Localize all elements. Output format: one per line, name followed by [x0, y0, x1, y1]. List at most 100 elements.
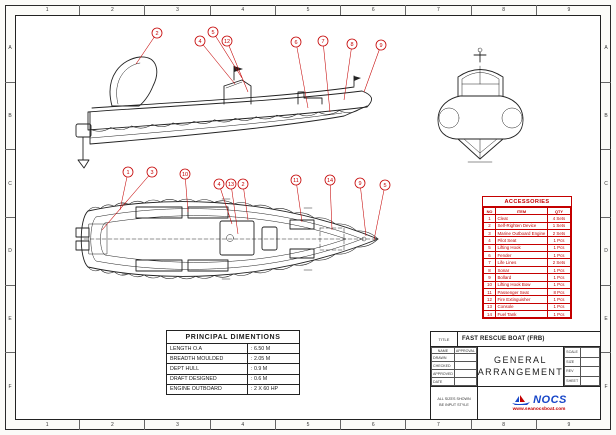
svg-text:12: 12	[224, 39, 230, 45]
table-cell: LENGTH O.A	[167, 344, 248, 354]
svg-text:3: 3	[150, 170, 153, 176]
callout-bubble	[379, 179, 391, 191]
table-cell: SCALE	[564, 347, 582, 358]
table-row: DATE	[431, 377, 477, 386]
table-cell: DATE	[431, 377, 455, 386]
boat-title: FAST RESCUE BOAT (FRB)	[462, 336, 545, 342]
table-cell: 1 Pcs	[547, 243, 571, 253]
grid-label: C	[5, 150, 15, 219]
brand-website: www.seanocsboat.com	[512, 407, 566, 412]
grid-label: D	[5, 218, 15, 286]
table-cell: CHECKED	[431, 361, 455, 370]
grid-label: 4	[211, 420, 276, 430]
table-cell: : 0.9 M	[247, 363, 299, 375]
grid-label: 2	[80, 420, 146, 430]
note-box: ALL SIZES SHOWN BE INPUT STYLE	[431, 387, 478, 419]
table-cell: 1 Pcs	[547, 251, 571, 260]
table-cell: 1 Pcs	[547, 295, 571, 304]
table-cell	[580, 347, 600, 358]
note-line1: ALL SIZES SHOWN	[437, 397, 471, 402]
grid-label: 7	[406, 5, 472, 15]
svg-text:5: 5	[211, 30, 214, 36]
svg-text:9: 9	[358, 181, 361, 187]
table-cell	[453, 377, 477, 386]
column-header: QTY	[547, 207, 571, 216]
callout-bubble	[290, 174, 302, 186]
table-row: LENGTH O.A: 6.50 M	[167, 344, 299, 354]
table-cell: 4	[483, 236, 496, 245]
table-cell: Fender	[495, 251, 548, 260]
svg-text:4: 4	[217, 182, 220, 188]
table-cell: 12	[483, 295, 496, 304]
title-label: TITLE	[431, 332, 458, 346]
table-cell: 13	[483, 302, 496, 312]
callout-bubble	[179, 168, 191, 180]
callout-bubble	[237, 178, 249, 190]
table-cell: : 2.05 M	[247, 353, 299, 364]
table-cell: Lifting Hook Bow	[495, 280, 548, 289]
svg-text:11: 11	[293, 178, 299, 184]
drawing-title-line2: ARRANGEMENT	[477, 366, 564, 377]
grid-label: 5	[276, 5, 342, 15]
callout-bubble	[346, 38, 358, 50]
table-cell: 1 Pcs	[547, 236, 571, 245]
svg-text:8: 8	[350, 42, 353, 48]
brand-area: NOCS www.seanocsboat.com	[478, 387, 600, 419]
grid-label: C	[601, 150, 611, 219]
callout-bubble	[317, 35, 329, 47]
table-cell: Passenger Seat	[495, 287, 548, 297]
table-cell	[453, 361, 477, 370]
boat-logo-icon	[512, 395, 531, 405]
grid-label: 3	[145, 5, 211, 15]
table-row: DRAFT DESIGNED: 0.6 M	[167, 373, 299, 385]
grid-label: 8	[472, 5, 537, 15]
svg-text:2: 2	[241, 182, 244, 188]
table-cell: 1 Pcs	[547, 265, 571, 275]
table-cell: Marine Outboard Engine	[495, 228, 548, 238]
callout-bubble	[375, 39, 387, 51]
table-cell: DRAWN	[431, 353, 455, 362]
table-cell: 1 Pcs	[547, 280, 571, 289]
table-cell: 2 Sets	[547, 228, 571, 238]
table-row: BREADTH MOULDED: 2.05 M	[167, 353, 299, 364]
grid-label: B	[601, 83, 611, 151]
grid-label: 9	[567, 422, 571, 428]
table-cell: : 0.6 M	[247, 373, 299, 385]
grid-label: 8	[472, 420, 537, 430]
table-cell: Bollard	[495, 273, 548, 282]
grid-label: 6	[341, 5, 407, 15]
table-cell: 14	[483, 310, 496, 319]
callout-bubble	[225, 178, 237, 190]
table-cell: 1 Pcs	[547, 302, 571, 312]
table-cell: 6	[483, 251, 496, 260]
svg-text:4: 4	[198, 39, 201, 45]
callout-bubble	[207, 26, 219, 38]
table-cell	[580, 375, 600, 386]
table-cell: 1 Sets	[547, 221, 571, 230]
grid-label: F	[604, 383, 608, 390]
table-cell: 4 Sets	[547, 214, 571, 223]
grid-label: A	[601, 15, 611, 83]
grid-label: 1	[15, 420, 81, 430]
grid-label: B	[5, 83, 15, 151]
callout-bubble	[324, 174, 336, 186]
table-cell: 10	[483, 280, 496, 289]
table-cell: SIZE	[564, 356, 582, 367]
grid-label: 1	[15, 5, 81, 15]
table-row: DEPT HULL: 0.9 M	[167, 363, 299, 375]
